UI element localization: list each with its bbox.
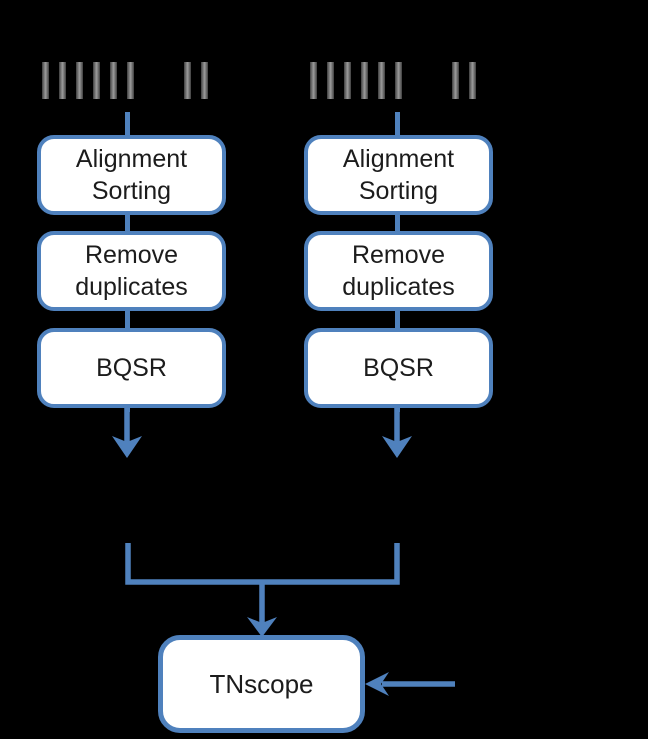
read-tick: [378, 62, 385, 99]
read-tick: [361, 62, 368, 99]
node-bqsr-left: BQSR: [37, 328, 226, 408]
reads-icon-right-main: [310, 62, 402, 99]
merge-bracket-arrow: [125, 543, 400, 637]
node-remove-duplicates-left: Remove duplicates: [37, 231, 226, 311]
read-tick: [184, 62, 191, 99]
left-arrow-icon-into-tnscope: [365, 672, 455, 696]
read-tick: [452, 62, 459, 99]
read-tick: [344, 62, 351, 99]
down-arrow-icon-left: [112, 408, 142, 458]
node-alignment-sorting-left: Alignment Sorting: [37, 135, 226, 215]
read-tick: [127, 62, 134, 99]
read-tick: [59, 62, 66, 99]
node-bqsr-right: BQSR: [304, 328, 493, 408]
read-tick: [395, 62, 402, 99]
reads-icon-right-pair: [452, 62, 476, 99]
node-tnscope: TNscope: [158, 635, 365, 733]
reads-icon-left-main: [42, 62, 134, 99]
read-tick: [327, 62, 334, 99]
down-arrow-icon-right: [382, 408, 412, 458]
read-tick: [469, 62, 476, 99]
read-tick: [110, 62, 117, 99]
node-alignment-sorting-right: Alignment Sorting: [304, 135, 493, 215]
read-tick: [310, 62, 317, 99]
read-tick: [42, 62, 49, 99]
read-tick: [201, 62, 208, 99]
read-tick: [76, 62, 83, 99]
reads-icon-left-pair: [184, 62, 208, 99]
node-remove-duplicates-right: Remove duplicates: [304, 231, 493, 311]
read-tick: [93, 62, 100, 99]
